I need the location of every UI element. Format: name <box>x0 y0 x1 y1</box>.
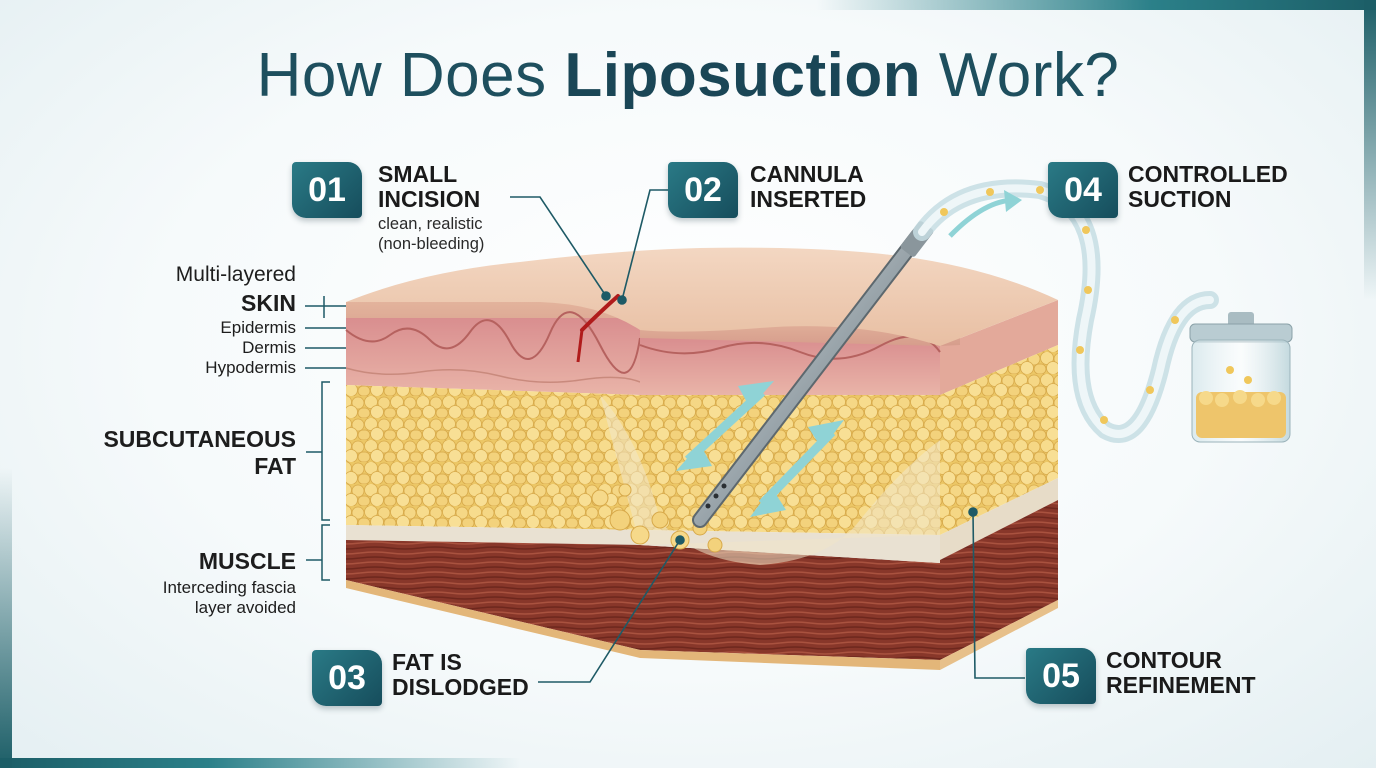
page-title: How Does Liposuction Work? <box>0 40 1376 111</box>
label-epidermis: Epidermis <box>220 318 296 337</box>
step-title-04: CONTROLLED SUCTION <box>1128 161 1288 212</box>
step-badge-02: 02 <box>668 162 738 218</box>
decorative-border-right <box>1364 0 1376 300</box>
label-muscle-note-2: layer avoided <box>194 598 296 617</box>
step-title-05: CONTOUR REFINEMENT <box>1106 647 1256 698</box>
label-skin: SKIN <box>241 290 296 316</box>
step-title-01: SMALL INCISION <box>378 161 481 212</box>
label-fat-line2: FAT <box>254 453 296 479</box>
step-note-01: clean, realistic (non-bleeding) <box>378 215 485 253</box>
block-front-face <box>345 301 960 670</box>
label-dermis: Dermis <box>242 338 296 357</box>
title-bold: Liposuction <box>564 41 922 110</box>
title-prefix: How Does <box>256 41 565 110</box>
label-hypodermis: Hypodermis <box>205 358 296 377</box>
skin-surface <box>346 247 1058 346</box>
block-side-face <box>940 300 1058 670</box>
label-fat-line1: SUBCUTANEOUS <box>103 426 296 452</box>
dislodged-fat <box>591 483 723 553</box>
label-muscle: MUSCLE <box>198 548 296 574</box>
step-title-03: FAT IS DISLODGED <box>392 649 529 700</box>
suction-tube-icon <box>913 179 1219 443</box>
label-muscle-note-1: Interceding fascia <box>162 578 296 597</box>
layer-bracket-lines <box>305 296 346 581</box>
step-badge-04: 04 <box>1048 162 1118 218</box>
step-badge-03: 03 <box>312 650 382 706</box>
collection-canister-icon <box>1189 312 1293 443</box>
decorative-border-top-right <box>816 0 1376 10</box>
decorative-border-bottom-left <box>0 758 520 768</box>
incision <box>580 294 620 332</box>
step-badge-05: 05 <box>1026 648 1096 704</box>
title-suffix: Work? <box>921 41 1120 110</box>
step-badge-01: 01 <box>292 162 362 218</box>
step-connector-lines <box>510 189 1025 683</box>
step-title-02: CANNULA INSERTED <box>750 161 867 212</box>
label-skin-intro: Multi-layered <box>175 263 296 286</box>
motion-arrow-icon <box>676 381 844 517</box>
decorative-border-left <box>0 468 12 768</box>
